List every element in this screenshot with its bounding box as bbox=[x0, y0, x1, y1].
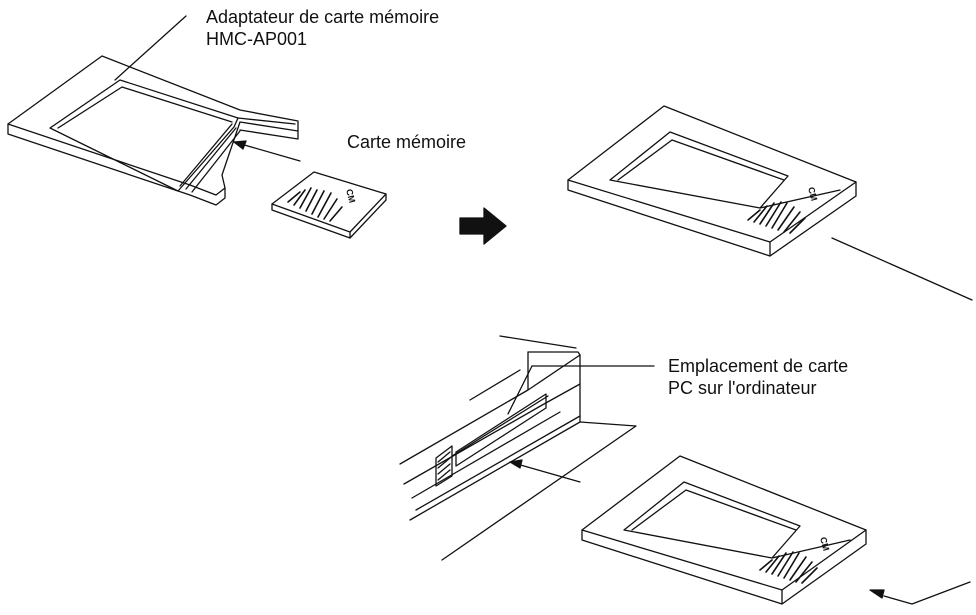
memory-card: CM bbox=[271, 171, 387, 239]
slot-label-line1: Emplacement de carte bbox=[668, 356, 849, 376]
memory-card-adapter bbox=[7, 55, 299, 206]
memory-card-mark: CM bbox=[344, 188, 357, 204]
right-arrow-icon bbox=[459, 207, 507, 245]
computer-pc-slot bbox=[399, 335, 637, 561]
adapter-label-line1: Adaptateur de carte mémoire bbox=[206, 7, 440, 27]
connector-line bbox=[831, 237, 973, 301]
slot-leader-line-diag bbox=[507, 365, 533, 415]
insert-card-arrow bbox=[233, 140, 301, 162]
memory-card-label-text: Carte mémoire bbox=[347, 132, 467, 152]
adapter-label-line2: HMC-AP001 bbox=[206, 29, 308, 49]
return-arrow bbox=[869, 581, 971, 605]
assembled-card: CM bbox=[567, 105, 857, 257]
inserting-card: CM bbox=[581, 455, 867, 605]
insert-slot-arrow bbox=[509, 459, 581, 483]
assembled-card-mark: CM bbox=[806, 186, 819, 202]
adapter-leader-line bbox=[114, 15, 187, 81]
memory-card-label: Carte mémoire bbox=[347, 131, 466, 153]
adapter-label: Adaptateur de carte mémoire HMC-AP001 bbox=[206, 6, 439, 50]
slot-label-line2: PC sur l'ordinateur bbox=[668, 378, 817, 398]
slot-label: Emplacement de carte PC sur l'ordinateur bbox=[668, 355, 848, 399]
inserting-card-mark: CM bbox=[818, 536, 831, 552]
